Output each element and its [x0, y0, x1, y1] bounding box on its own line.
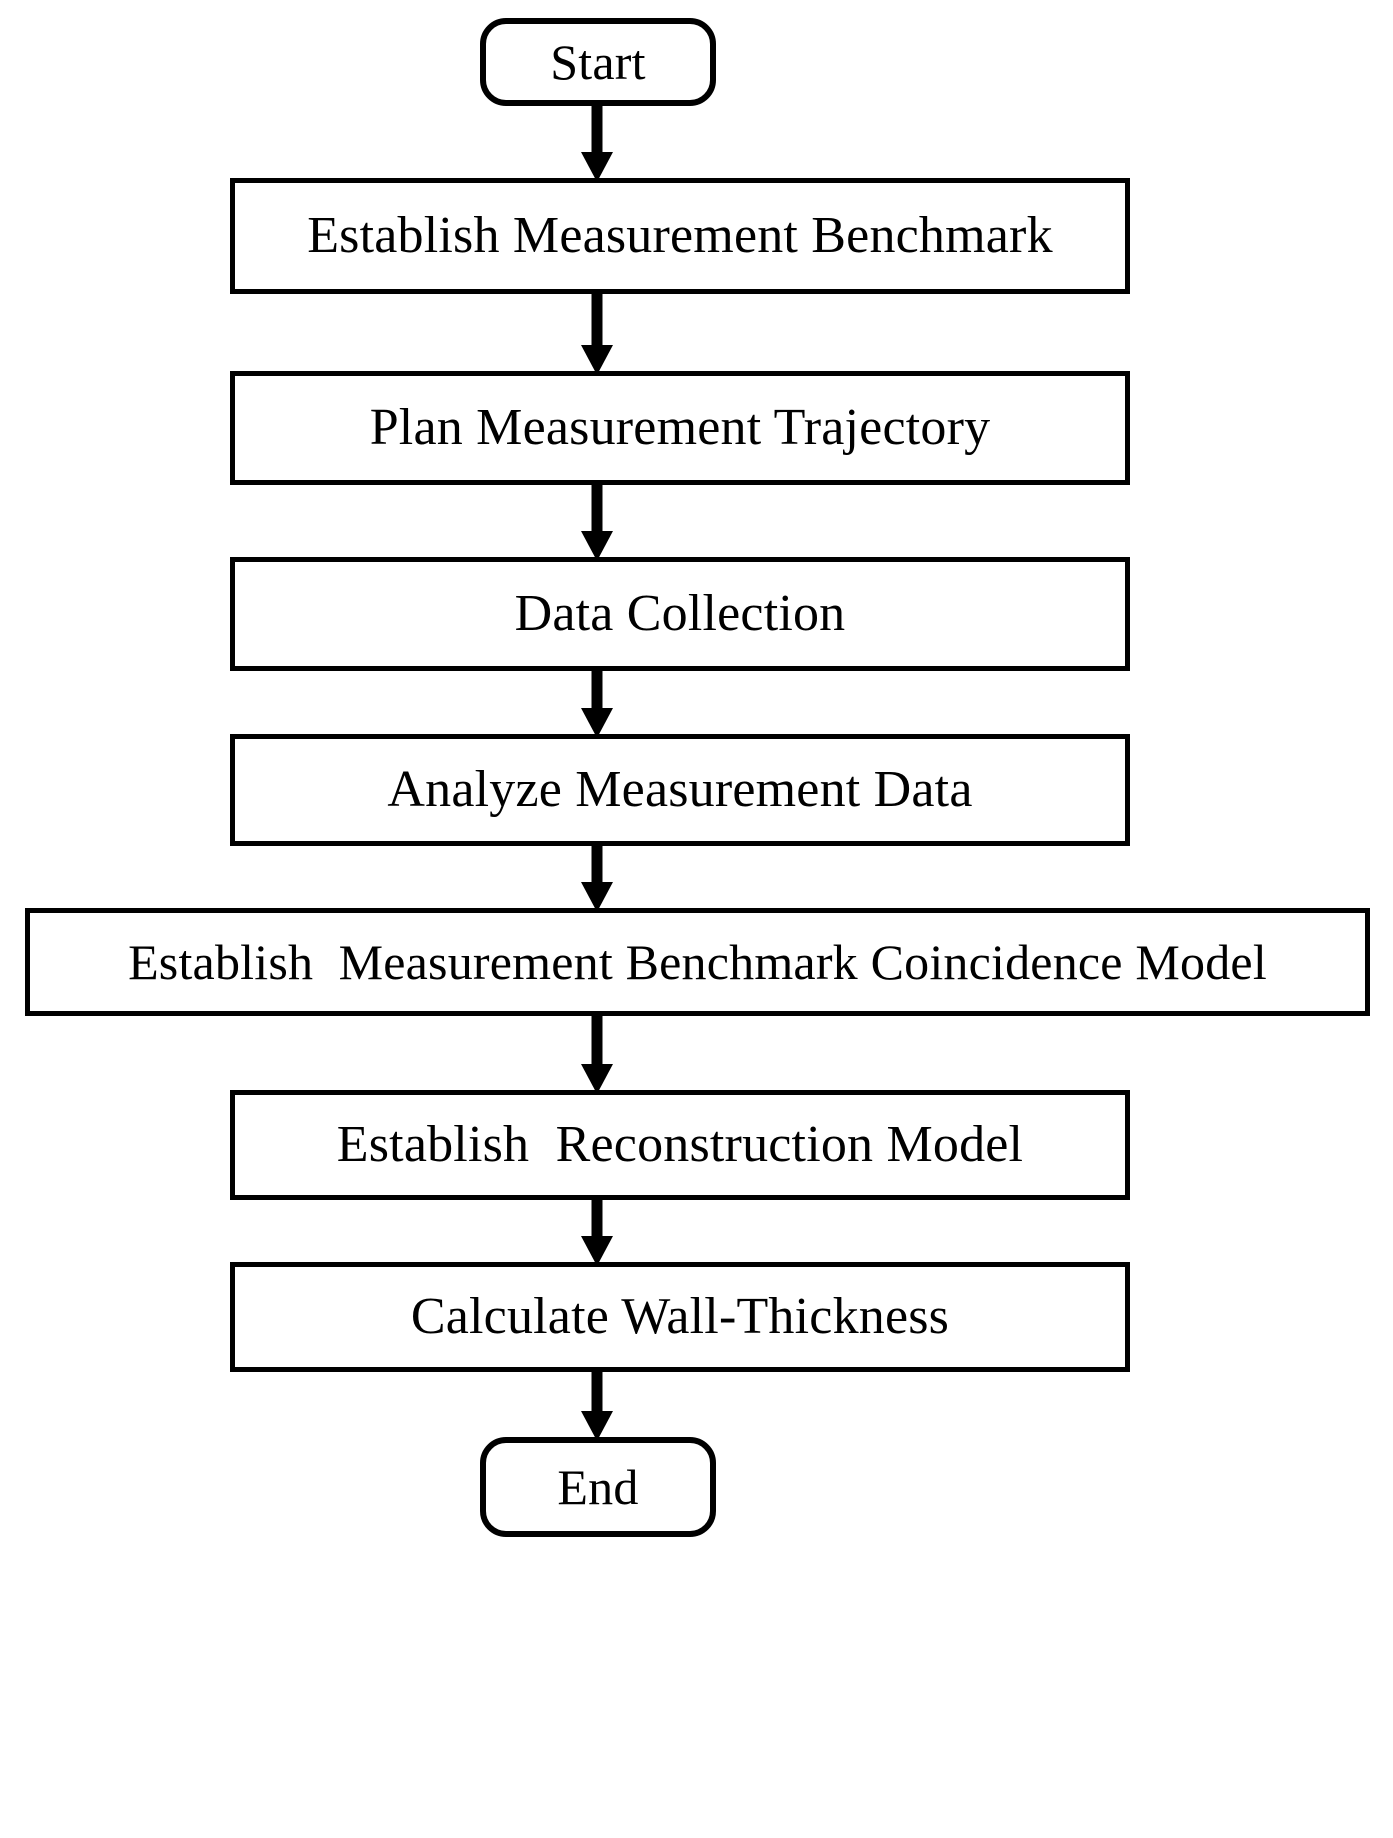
- arrow-stem: [591, 1016, 603, 1064]
- arrow-stem: [591, 1200, 603, 1236]
- arrow-stem: [591, 294, 603, 345]
- arrow-stem: [591, 106, 603, 152]
- arrow-head-down-icon: [581, 1236, 613, 1266]
- flowchart-node-establish-measurement-benchmark: Establish Measurement Benchmark: [230, 178, 1130, 294]
- arrow-stem: [591, 1372, 603, 1411]
- arrow-head-down-icon: [581, 1064, 613, 1094]
- node-label-establish-measurement-benchmark-coincidence-model: Establish Measurement Benchmark Coincide…: [128, 933, 1267, 990]
- flowchart-node-plan-measurement-trajectory: Plan Measurement Trajectory: [230, 371, 1130, 485]
- arrow-head-down-icon: [581, 152, 613, 182]
- arrow-stem: [591, 485, 603, 531]
- node-label-analyze-measurement-data: Analyze Measurement Data: [387, 760, 973, 818]
- flowchart-node-data-collection: Data Collection: [230, 557, 1130, 671]
- flowchart-node-end: End: [480, 1437, 716, 1537]
- arrow-stem: [591, 671, 603, 708]
- flowchart-node-start: Start: [480, 18, 716, 106]
- flowchart-node-calculate-wall-thickness: Calculate Wall-Thickness: [230, 1262, 1130, 1372]
- node-label-start: Start: [550, 33, 646, 90]
- flowchart-node-analyze-measurement-data: Analyze Measurement Data: [230, 734, 1130, 846]
- arrow-head-down-icon: [581, 1411, 613, 1441]
- node-label-end: End: [557, 1458, 639, 1515]
- arrow-head-down-icon: [581, 708, 613, 738]
- flowchart-node-establish-reconstruction-model: Establish Reconstruction Model: [230, 1090, 1130, 1200]
- arrow-head-down-icon: [581, 882, 613, 912]
- node-label-data-collection: Data Collection: [514, 584, 846, 642]
- arrow-head-down-icon: [581, 531, 613, 561]
- flowchart-node-establish-measurement-benchmark-coincidence-model: Establish Measurement Benchmark Coincide…: [25, 908, 1370, 1016]
- arrow-stem: [591, 846, 603, 882]
- node-label-establish-reconstruction-model: Establish Reconstruction Model: [336, 1115, 1024, 1173]
- node-label-calculate-wall-thickness: Calculate Wall-Thickness: [410, 1287, 950, 1345]
- node-label-plan-measurement-trajectory: Plan Measurement Trajectory: [369, 398, 991, 456]
- arrow-head-down-icon: [581, 345, 613, 375]
- node-label-establish-measurement-benchmark: Establish Measurement Benchmark: [307, 206, 1053, 264]
